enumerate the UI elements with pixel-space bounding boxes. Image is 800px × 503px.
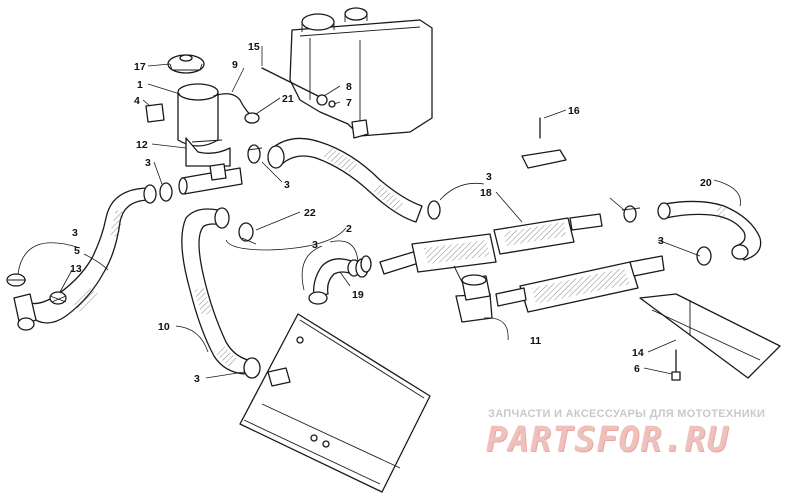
hose-clamp-3g	[308, 291, 328, 305]
reservoir-tank	[289, 7, 433, 139]
hose-clamp-3b	[427, 200, 441, 220]
callout-1: 1	[137, 79, 143, 91]
hose-clamp-3h	[360, 255, 372, 273]
pressure-cap	[167, 54, 205, 74]
elbow-fitting	[453, 265, 493, 323]
hose-clamp-3j	[696, 246, 712, 266]
hose-clamp-3a	[247, 144, 263, 164]
callout-3-tee: 3	[284, 179, 290, 191]
callout-3-right: 3	[658, 235, 664, 247]
hose-10	[181, 207, 249, 375]
callout-5: 5	[74, 245, 80, 257]
watermark-caption: ЗАПЧАСТИ И АКСЕССУАРЫ ДЛЯ МОТОТЕХНИКИ	[488, 408, 766, 420]
callout-11: 11	[530, 335, 541, 347]
hose-clamp-3c	[159, 182, 173, 202]
callout-20: 20	[700, 177, 712, 189]
callout-18: 18	[480, 187, 492, 199]
callout-13: 13	[70, 263, 82, 275]
callout-2: 2	[346, 223, 352, 235]
callout-3-bottom: 3	[194, 373, 200, 385]
leader-lines	[17, 46, 741, 379]
watermark-logo: PARTSFOR.RU	[486, 420, 729, 460]
skid-plate	[639, 293, 781, 379]
callout-16: 16	[568, 105, 580, 117]
heat-exchanger-lower	[495, 255, 665, 313]
callout-12: 12	[136, 139, 148, 151]
callout-labels: 17 1 4 12 15 9 8 7 21 3 3 22 2 3 18 16 2…	[70, 41, 712, 385]
mounting-plate	[145, 103, 165, 123]
hose-clamp-3d	[6, 273, 26, 287]
heat-exchanger-upper	[379, 213, 603, 275]
tee-fitting	[178, 163, 243, 195]
hose-20	[657, 200, 762, 261]
hose-2	[267, 137, 423, 223]
callout-7: 7	[346, 97, 352, 109]
callout-15: 15	[248, 41, 260, 53]
callout-8: 8	[346, 81, 352, 93]
callout-3-hx: 3	[486, 171, 492, 183]
callout-21: 21	[282, 93, 294, 105]
callout-3-cap: 3	[145, 157, 151, 169]
bolt-6	[671, 349, 681, 381]
vent-hose	[213, 67, 336, 124]
callout-17: 17	[134, 61, 146, 73]
callout-19: 19	[352, 289, 364, 301]
callout-6: 6	[634, 363, 640, 375]
radiator	[239, 313, 431, 493]
hose-clamp-3i	[621, 205, 641, 223]
callout-3-mid: 3	[312, 239, 318, 251]
temperature-sensor	[521, 117, 567, 169]
hose-clamp-22	[238, 222, 257, 245]
expansion-bottle	[177, 83, 231, 167]
callout-14: 14	[632, 347, 644, 359]
callout-3-left: 3	[72, 227, 78, 239]
hose-5	[13, 184, 157, 331]
hose-clamp-3e	[243, 357, 261, 379]
callout-22: 22	[304, 207, 316, 219]
hose-clamp-13	[49, 291, 67, 305]
callout-10: 10	[158, 321, 170, 333]
callout-4: 4	[134, 95, 140, 107]
callout-9: 9	[232, 59, 238, 71]
